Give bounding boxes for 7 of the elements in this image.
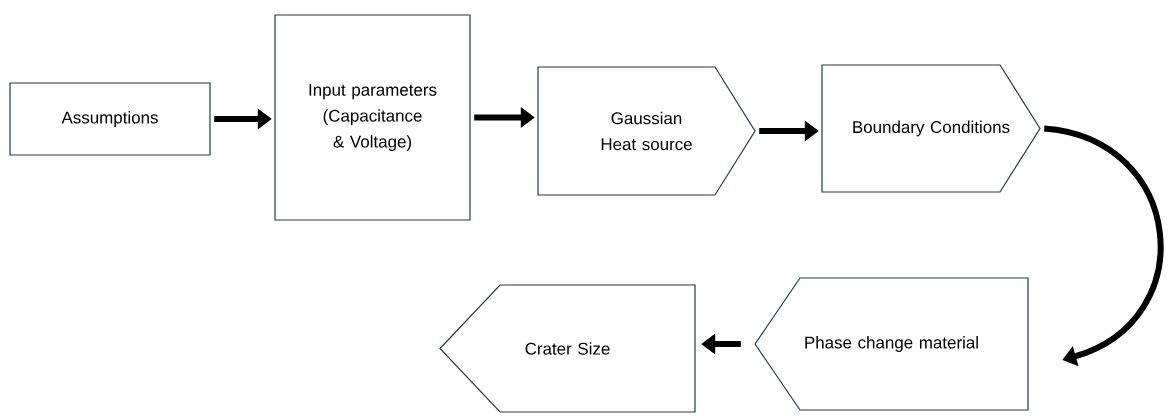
pentagon-box: Boundary Conditions <box>821 64 1041 193</box>
pentagon-box: Crater Size <box>439 284 696 413</box>
arrow <box>1043 125 1163 367</box>
pentagon-box: Phase change material <box>754 277 1029 411</box>
process-box: Input parameters (Capacitance & Voltage) <box>274 14 471 221</box>
pentagon-box: Gaussian Heat source <box>537 66 756 196</box>
process-box: Assumptions <box>9 82 211 156</box>
